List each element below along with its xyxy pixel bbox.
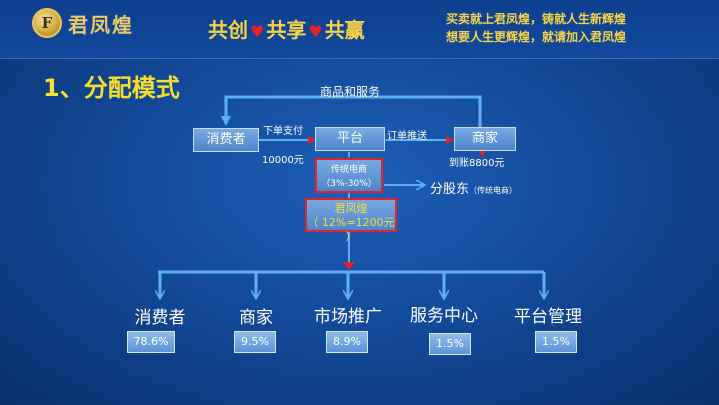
dist-name: 服务中心 xyxy=(410,306,478,326)
consumer-node: 消费者 xyxy=(193,128,259,152)
dist-name: 商家 xyxy=(239,308,273,328)
dist-name: 市场推广 xyxy=(314,307,382,327)
heart-icon: ♥ xyxy=(250,22,265,41)
dist-share: 78.6% xyxy=(127,331,175,353)
slogan: 共创♥共享♥共赢 xyxy=(208,14,365,43)
logo-letter: F xyxy=(41,14,53,32)
tagline-line2: 想要人生更辉煌，就请加入君凤煌 xyxy=(446,30,627,44)
traditional-range: （3%-30%） xyxy=(321,179,377,189)
shareholder-label: 分股东（传统电商） xyxy=(430,178,517,197)
logo-text: 君凤煌 xyxy=(68,13,134,37)
dist-share: 8.9% xyxy=(326,331,368,353)
traditional-title: 传统电商 xyxy=(330,165,367,175)
received-label: 到账8800元 xyxy=(449,158,505,169)
slogan-part2: 共享 xyxy=(266,18,307,42)
tagline-line1: 买卖就上君凤煌，铸就人生新辉煌 xyxy=(446,12,627,26)
merchant-node: 商家 xyxy=(454,127,516,151)
order-push-label: 订单推送 xyxy=(387,131,427,142)
platform-node: 平台 xyxy=(315,127,385,151)
logo-icon: F xyxy=(32,8,62,38)
dist-share: 1.5% xyxy=(535,331,577,353)
tagline: 买卖就上君凤煌，铸就人生新辉煌 想要人生更辉煌，就请加入君凤煌 xyxy=(446,10,626,46)
jfh-node: 君凤煌 （ 12%=1200元 ） xyxy=(305,198,397,243)
jfh-calc: （ 12%=1200元 ） xyxy=(307,216,395,243)
dist-share: 1.5% xyxy=(429,333,471,355)
shareholder-text: 分股东 xyxy=(430,182,470,197)
dist-share: 9.5% xyxy=(234,331,276,353)
merchant-arrow-tip xyxy=(478,150,486,157)
traditional-node: 传统电商 （3%-30%） xyxy=(315,158,383,193)
jfh-arrow-tip xyxy=(343,262,355,270)
header-bar: F 君凤煌 共创♥共享♥共赢 买卖就上君凤煌，铸就人生新辉煌 想要人生更辉煌，就… xyxy=(0,0,719,59)
slogan-part1: 共创 xyxy=(208,18,248,42)
slogan-part3: 共赢 xyxy=(324,18,365,42)
jfh-title: 君凤煌 xyxy=(334,202,368,215)
page-title: 1、分配模式 xyxy=(43,74,180,102)
amount-label: 10000元 xyxy=(262,155,304,166)
heart-icon: ♥ xyxy=(308,22,323,41)
dist-name: 消费者 xyxy=(134,308,186,328)
goods-services-label: 商品和服务 xyxy=(320,85,381,99)
shareholder-note: （传统电商） xyxy=(469,186,518,195)
goods-loop-line xyxy=(221,95,482,128)
dist-name: 平台管理 xyxy=(514,307,582,327)
order-pay-label: 下单支付 xyxy=(263,126,303,137)
